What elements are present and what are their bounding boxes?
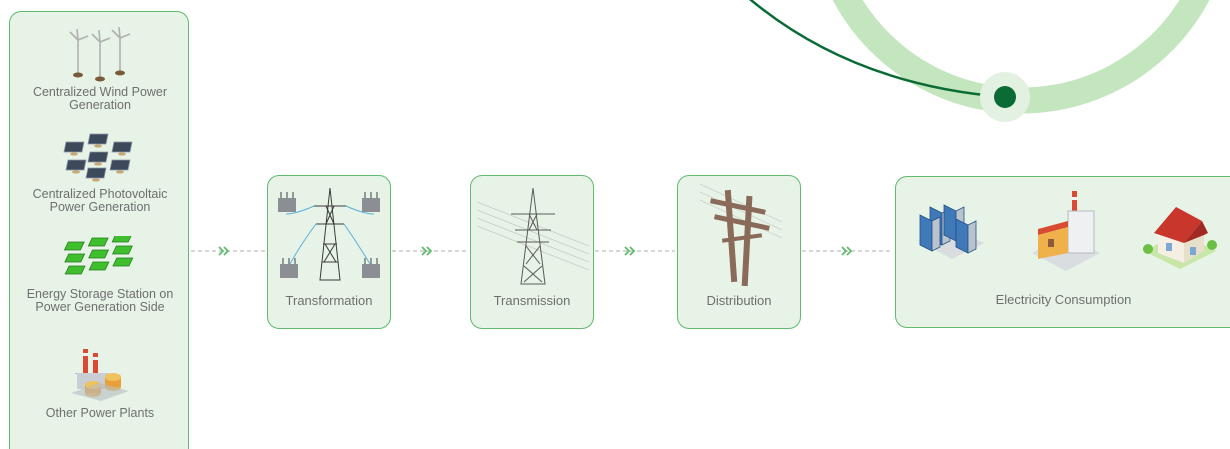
substation-tower-icon (278, 187, 380, 281)
source-label: Centralized Photovoltaic Power Generatio… (32, 187, 168, 214)
chevron-right-icon (624, 246, 636, 256)
solar-panels-icon (63, 133, 133, 182)
stage-transformation: Transformation (267, 175, 391, 329)
decorative-dark-curve (749, 0, 1006, 99)
transmission-tower-icon (477, 187, 589, 285)
stage-label: Electricity Consumption (995, 292, 1132, 307)
source-storage: Energy Storage Station on Power Generati… (10, 236, 190, 314)
battery-storage-icon (63, 236, 134, 275)
flow-connector (595, 246, 675, 256)
flow-connector (392, 246, 468, 256)
stage-label: Transformation (285, 293, 373, 308)
source-solar: Centralized Photovoltaic Power Generatio… (10, 132, 190, 214)
stage-consumption: Electricity Consumption (895, 176, 1230, 328)
stage-transmission: Transmission (470, 175, 594, 329)
stage-distribution: Distribution (677, 175, 801, 329)
factory-icon (1032, 191, 1100, 271)
source-wind: Centralized Wind Power Generation (10, 26, 190, 112)
house-icon (1143, 207, 1217, 269)
power-plant-icon (71, 349, 129, 401)
source-label: Other Power Plants (45, 406, 155, 420)
utility-pole-icon (699, 183, 783, 287)
stage-label: Transmission (493, 293, 571, 308)
chevron-right-icon (421, 246, 433, 256)
stage-label: Distribution (706, 293, 772, 308)
source-label: Centralized Wind Power Generation (32, 85, 168, 112)
source-other: Other Power Plants (10, 347, 190, 420)
source-label: Energy Storage Station on Power Generati… (26, 287, 174, 314)
power-sources-panel: Centralized Wind Power Generation Centra… (9, 11, 189, 449)
flow-connector (802, 246, 893, 256)
wind-turbines-icon (69, 26, 131, 82)
chevron-right-icon (218, 246, 230, 256)
decorative-dot (994, 86, 1016, 108)
chevron-right-icon (841, 246, 853, 256)
flow-connector (191, 246, 265, 256)
data-center-icon (918, 204, 984, 259)
